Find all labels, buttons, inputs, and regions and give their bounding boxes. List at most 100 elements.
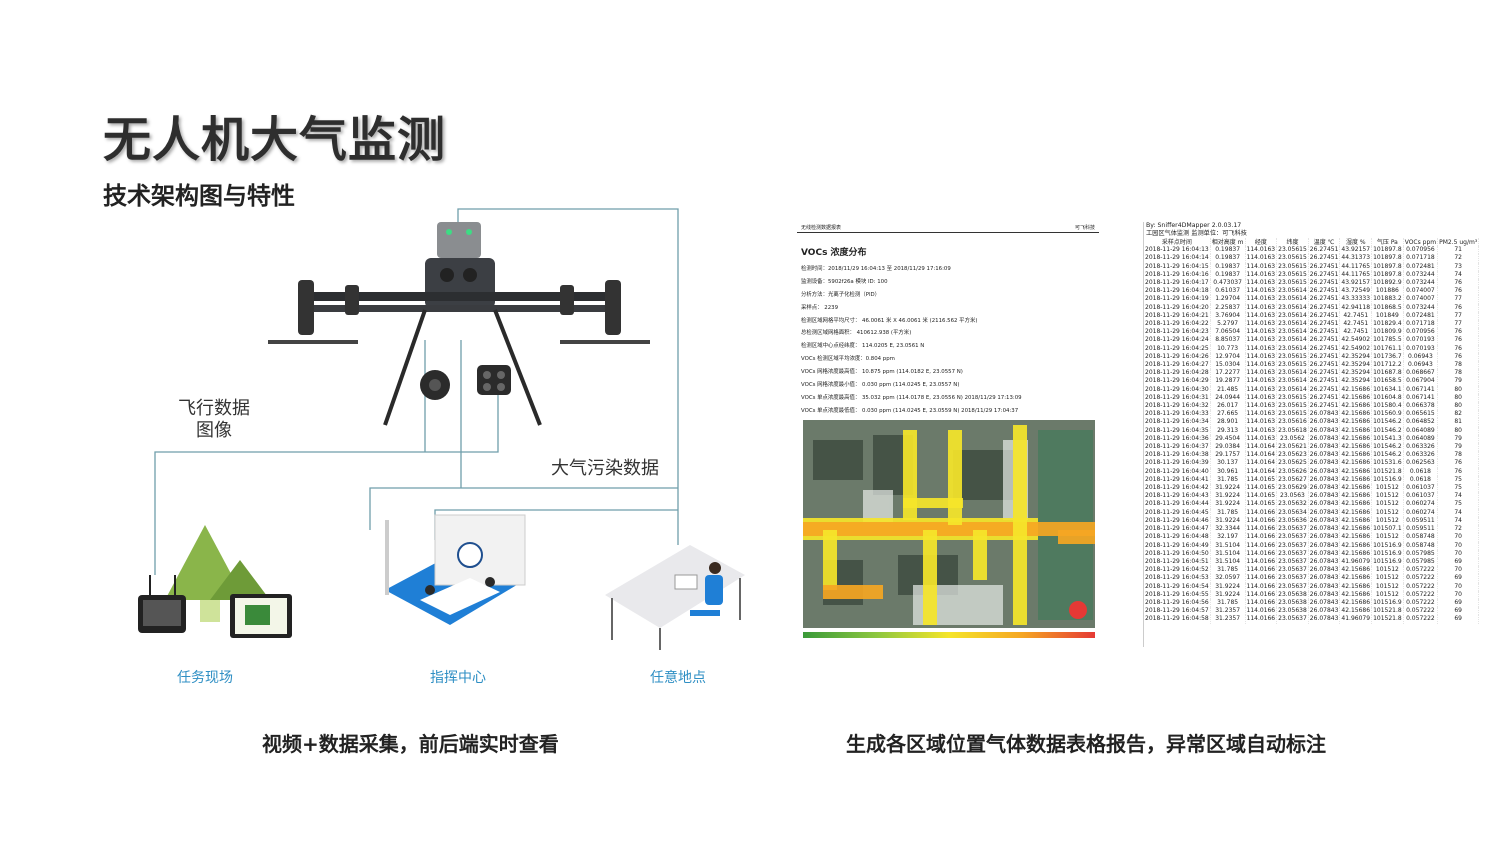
- table-cell: 2018-11-29 16:04:34: [1144, 418, 1211, 427]
- table-cell: 29.313: [1210, 426, 1246, 435]
- report-line: 分析方法：光离子化检测（PID）: [801, 291, 881, 298]
- table-cell: 42.15686: [1339, 385, 1373, 394]
- table-cell: 101761.1: [1371, 344, 1404, 353]
- table-cell: 2018-11-29 16:04:13: [1144, 246, 1211, 255]
- table-cell: 31.785: [1210, 475, 1246, 485]
- table-cell: 26.07843: [1308, 410, 1341, 419]
- table-cell: 101516.9: [1371, 549, 1404, 558]
- table-cell: 0.06943: [1403, 361, 1439, 370]
- table-cell: 101512: [1371, 516, 1404, 526]
- table-cell: 0.057222: [1403, 590, 1439, 599]
- table-cell: 114.0163: [1245, 328, 1278, 337]
- table-cell: 78: [1437, 369, 1480, 378]
- table-cell: 23.05615: [1276, 254, 1309, 263]
- page-title: 无人机大气监测: [103, 112, 447, 168]
- report-line: VOCs 检测区域平均浓度：0.804 ppm: [801, 356, 895, 363]
- table-cell: 23.05614: [1276, 377, 1309, 386]
- table-cell: 2018-11-29 16:04:56: [1144, 598, 1211, 608]
- table-cell: 2018-11-29 16:04:33: [1144, 410, 1211, 419]
- heat-band: [1013, 425, 1027, 625]
- report-line: VOCs 网格浓度最小值： 0.030 ppm (114.0245 E, 23.…: [801, 382, 960, 389]
- table-cell: 78: [1437, 451, 1480, 460]
- table-cell: 74: [1437, 508, 1480, 517]
- table-cell: 32.0597: [1210, 574, 1246, 583]
- table-cell: 19.2877: [1210, 377, 1246, 386]
- table-cell: 0.473037: [1210, 279, 1246, 288]
- table-cell: 114.0166: [1245, 516, 1278, 526]
- table-cell: 27.665: [1210, 410, 1246, 419]
- table-cell: 2018-11-29 16:04:26: [1144, 352, 1211, 362]
- pollution-data-label: 大气污染数据: [551, 458, 659, 479]
- table-cell: 76: [1437, 303, 1480, 312]
- table-cell: 42.15686: [1339, 516, 1373, 526]
- table-cell: 0.059511: [1403, 516, 1439, 526]
- table-cell: 76: [1437, 344, 1480, 353]
- table-cell: 2018-11-29 16:04:24: [1144, 336, 1211, 345]
- table-cell: 42.15686: [1339, 582, 1373, 591]
- table-cell: 2018-11-29 16:04:31: [1144, 393, 1211, 403]
- report-line: VOCs 单点浓度最低值： 0.030 ppm (114.0245 E, 23.…: [801, 407, 1019, 414]
- table-cell: 0.067141: [1403, 393, 1439, 403]
- table-cell: 70: [1437, 566, 1480, 575]
- table-cell: 43.92157: [1339, 246, 1373, 255]
- table-cell: 23.05614: [1276, 320, 1309, 329]
- table-cell: 42.35294: [1339, 361, 1373, 370]
- table-cell: 44.11765: [1339, 270, 1373, 279]
- table-cell: 114.0164: [1245, 467, 1278, 476]
- table-cell: 0.057222: [1403, 582, 1439, 591]
- table-cell: 0.19837: [1210, 270, 1246, 279]
- report-lines: 检测时间：2018/11/29 16:04:13 至 2018/11/29 17…: [797, 264, 1099, 419]
- caption-right: 生成各区域位置气体数据表格报告，异常区域自动标注: [846, 732, 1326, 756]
- table-cell: 26.07843: [1308, 598, 1341, 608]
- table-cell: 0.057222: [1403, 574, 1439, 583]
- table-cell: 114.0163: [1245, 279, 1278, 288]
- table-cell: 0.61037: [1210, 287, 1246, 296]
- table-cell: 101516.9: [1371, 557, 1404, 567]
- table-cell: 23.05616: [1276, 418, 1309, 427]
- table-cell: 23.05614: [1276, 336, 1309, 345]
- table-cell: 42.15686: [1339, 426, 1373, 435]
- table-cell: 73: [1437, 262, 1480, 271]
- table-cell: 114.0163: [1245, 369, 1278, 378]
- table-cell: 114.0165: [1245, 500, 1278, 509]
- table-cell: 70: [1437, 590, 1480, 599]
- table-cell: 101512: [1371, 574, 1404, 583]
- record-button[interactable]: [1069, 601, 1087, 619]
- data-table-panel: By: Sniffer4DMapper 2.0.03.17 工园区气体监测 监测…: [1143, 222, 1480, 647]
- table-cell: 12.9704: [1210, 352, 1246, 362]
- table-cell: 0.057222: [1403, 615, 1439, 624]
- table-cell: 81: [1437, 418, 1480, 427]
- table-cell: 42.15686: [1339, 393, 1373, 403]
- table-cell: 101785.5: [1371, 336, 1404, 345]
- table-cell: 0.059511: [1403, 525, 1439, 534]
- table-cell: 0.072481: [1403, 262, 1439, 271]
- table-cell: 114.0165: [1245, 475, 1278, 485]
- table-cell: 72: [1437, 525, 1480, 534]
- table-cell: 42.94118: [1339, 303, 1373, 312]
- table-cell: 43.72549: [1339, 287, 1373, 296]
- table-cell: 2018-11-29 16:04:53: [1144, 574, 1211, 583]
- table-cell: 114.0164: [1245, 443, 1278, 452]
- table-cell: 74: [1437, 270, 1480, 279]
- table-cell: 7.06504: [1210, 328, 1246, 337]
- report-line: 监测设备：5902f26a 模块 ID: 100: [801, 278, 888, 285]
- table-cell: 2018-11-29 16:04:35: [1144, 426, 1211, 435]
- column-header: 气压 Pa: [1371, 238, 1404, 247]
- table-cell: 0.066378: [1403, 402, 1439, 411]
- table-cell: 2018-11-29 16:04:19: [1144, 295, 1211, 304]
- table-cell: 41.96079: [1339, 615, 1373, 624]
